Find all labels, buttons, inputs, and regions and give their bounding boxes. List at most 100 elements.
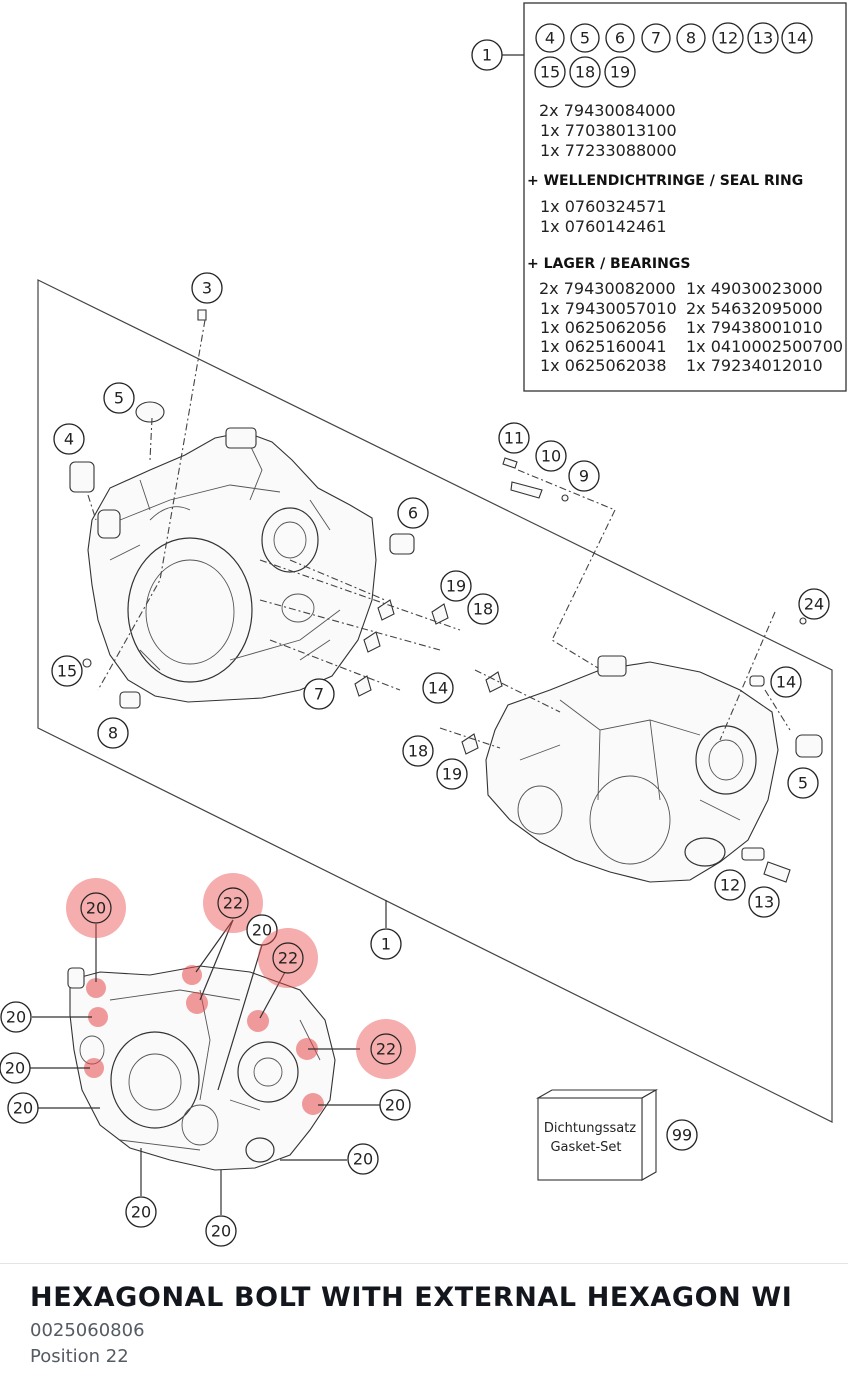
part-line: 2x 79430084000 (539, 101, 676, 120)
parts-info-box: 1 4 5 6 7 8 12 13 14 15 18 19 2x 7943008… (471, 2, 847, 392)
svg-text:6: 6 (408, 504, 418, 523)
callout-22-highlighted[interactable]: 22 (203, 873, 263, 933)
callout-19[interactable]: 19 (440, 570, 472, 602)
callout-20[interactable]: 20 (347, 1143, 379, 1175)
svg-text:4: 4 (545, 29, 555, 48)
callout-12[interactable]: 12 (714, 869, 746, 901)
part-title: HEXAGONAL BOLT WITH EXTERNAL HEXAGON WI (30, 1282, 793, 1313)
svg-text:18: 18 (473, 600, 493, 619)
svg-text:9: 9 (579, 467, 589, 486)
callout-8[interactable]: 8 (97, 717, 129, 749)
svg-text:20: 20 (385, 1096, 405, 1115)
svg-text:12: 12 (720, 876, 740, 895)
callout-5[interactable]: 5 (103, 382, 135, 414)
svg-text:3: 3 (202, 279, 212, 298)
bearing-line: 1x 0625160041 (540, 337, 667, 356)
svg-text:20: 20 (86, 899, 106, 918)
callout-99[interactable]: 99 (666, 1119, 698, 1151)
svg-text:19: 19 (610, 63, 630, 82)
callout-13[interactable]: 13 (748, 886, 780, 918)
bearing-line: 1x 79438001010 (686, 318, 823, 337)
seal-line: 1x 0760324571 (540, 197, 667, 216)
loose-parts-illustration (69, 309, 823, 758)
bearing-line: 2x 79430082000 (539, 279, 676, 298)
part-detail-footer: HEXAGONAL BOLT WITH EXTERNAL HEXAGON WI … (0, 1263, 848, 1391)
seal-line: 1x 0760142461 (540, 217, 667, 236)
svg-text:8: 8 (686, 29, 696, 48)
svg-text:10: 10 (541, 447, 561, 466)
bearing-line: 1x 79430057010 (540, 299, 677, 318)
seal-ring-header: + WELLENDICHTRINGE / SEAL RING (527, 173, 803, 189)
callout-1-assembly[interactable]: 1 (471, 39, 503, 71)
callout-18[interactable]: 18 (402, 735, 434, 767)
callout-20[interactable]: 20 (0, 1001, 32, 1033)
callout-4[interactable]: 4 (53, 423, 85, 455)
callout-20[interactable]: 20 (125, 1196, 157, 1228)
exploded-parts-diagram: .ln{stroke:#333;fill:none;stroke-width:1… (0, 2, 847, 1247)
svg-text:1: 1 (381, 935, 391, 954)
svg-text:4: 4 (64, 430, 74, 449)
bearing-line: 1x 49030023000 (686, 279, 823, 298)
svg-text:20: 20 (211, 1222, 231, 1241)
svg-text:19: 19 (442, 765, 462, 784)
svg-text:20: 20 (6, 1008, 26, 1027)
bolt-highlight-dots (84, 965, 324, 1115)
callout-7[interactable]: 7 (303, 678, 335, 710)
svg-text:7: 7 (651, 29, 661, 48)
callout-20[interactable]: 20 (246, 914, 278, 946)
svg-text:15: 15 (57, 662, 77, 681)
callout-10[interactable]: 10 (535, 440, 567, 472)
callout-22-highlighted[interactable]: 22 (258, 928, 318, 988)
assembly-frame (37, 279, 833, 1123)
assembly-guide-lines (87, 319, 791, 749)
svg-text:1: 1 (482, 46, 492, 65)
svg-text:14: 14 (787, 29, 807, 48)
callout-14[interactable]: 14 (770, 666, 802, 698)
bolt-position-crankcase-illustration (67, 965, 336, 1171)
svg-text:20: 20 (131, 1203, 151, 1222)
callout-20[interactable]: 20 (205, 1215, 237, 1247)
callout-18[interactable]: 18 (467, 593, 499, 625)
svg-text:20: 20 (5, 1059, 25, 1078)
bearing-line: 1x 79234012010 (686, 356, 823, 375)
callout-9[interactable]: 9 (568, 460, 600, 492)
callout-19[interactable]: 19 (436, 758, 468, 790)
gasket-label-en: Gasket-Set (550, 1140, 621, 1155)
bearing-line: 2x 54632095000 (686, 299, 823, 318)
callout-3[interactable]: 3 (191, 272, 223, 304)
svg-text:8: 8 (108, 724, 118, 743)
svg-text:5: 5 (580, 29, 590, 48)
callout-20[interactable]: 20 (379, 1089, 411, 1121)
svg-text:7: 7 (314, 685, 324, 704)
callout-20-highlighted[interactable]: 20 (66, 878, 126, 938)
callout-20[interactable]: 20 (7, 1092, 39, 1124)
callout-6[interactable]: 6 (397, 497, 429, 529)
callout-1[interactable]: 1 (370, 928, 402, 960)
svg-text:5: 5 (798, 774, 808, 793)
svg-text:24: 24 (804, 595, 824, 614)
svg-text:18: 18 (575, 63, 595, 82)
gasket-label-de: Dichtungssatz (544, 1121, 636, 1136)
svg-text:99: 99 (672, 1126, 692, 1145)
bearings-header: + LAGER / BEARINGS (527, 256, 690, 272)
svg-text:14: 14 (776, 673, 796, 692)
part-number: 0025060806 (30, 1320, 145, 1341)
callout-24[interactable]: 24 (798, 588, 830, 620)
right-crankcase-illustration (485, 655, 791, 883)
svg-text:12: 12 (718, 29, 738, 48)
svg-text:11: 11 (504, 429, 524, 448)
svg-text:22: 22 (376, 1040, 396, 1059)
svg-text:18: 18 (408, 742, 428, 761)
callout-15[interactable]: 15 (51, 655, 83, 687)
part-position: Position 22 (30, 1346, 129, 1367)
svg-text:20: 20 (252, 921, 272, 940)
callout-20[interactable]: 20 (0, 1052, 31, 1084)
svg-text:13: 13 (754, 893, 774, 912)
gasket-set-box: Dichtungssatz Gasket-Set (535, 1089, 659, 1181)
bearing-line: 1x 0625062056 (540, 318, 667, 337)
callout-14[interactable]: 14 (422, 672, 454, 704)
callout-22-highlighted[interactable]: 22 (356, 1019, 416, 1079)
callout-11[interactable]: 11 (498, 422, 530, 454)
svg-text:22: 22 (223, 894, 243, 913)
callout-5[interactable]: 5 (787, 767, 819, 799)
